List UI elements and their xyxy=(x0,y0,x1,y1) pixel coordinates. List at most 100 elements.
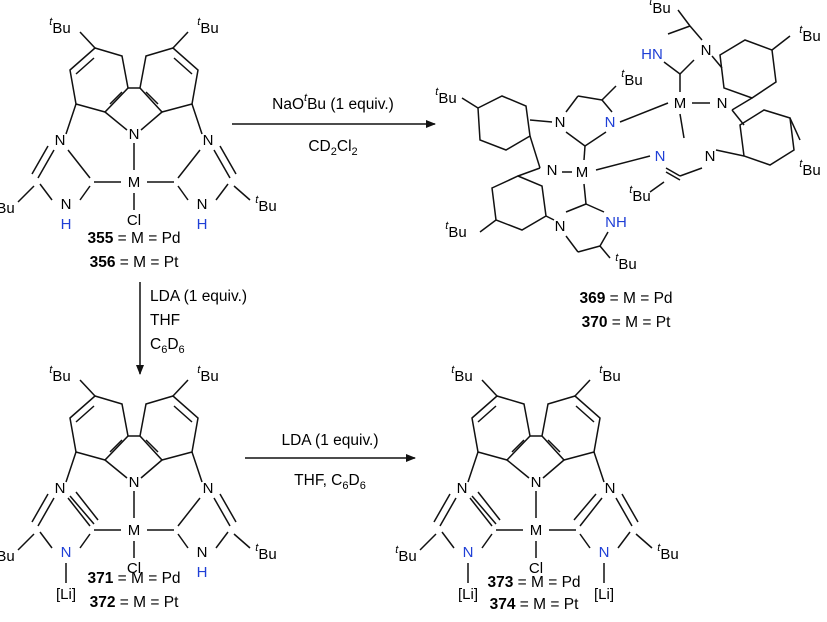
bond xyxy=(529,119,553,123)
carbazole-nitrogen: N xyxy=(717,95,728,112)
bond xyxy=(140,459,163,479)
nh-hydrogen: H xyxy=(61,216,72,233)
bond xyxy=(219,493,237,523)
bond xyxy=(433,493,451,523)
bond xyxy=(663,61,681,75)
bond xyxy=(75,491,99,521)
tert-butyl-label: tBu xyxy=(799,158,820,179)
aromatic-bond xyxy=(75,405,95,423)
bond xyxy=(213,497,231,527)
tert-butyl-label: tBu xyxy=(629,184,650,205)
tert-butyl-label: tBu xyxy=(255,542,276,563)
benzene-ring-right xyxy=(139,47,199,113)
benzene-ring-left xyxy=(471,395,531,461)
tert-butyl-label: tBu xyxy=(435,86,456,107)
bond xyxy=(565,203,587,213)
bond xyxy=(79,379,96,397)
chloride-ligand: Cl xyxy=(529,560,543,577)
bond xyxy=(17,185,35,203)
nh-group: HN xyxy=(641,46,663,63)
bond xyxy=(667,25,691,35)
bond xyxy=(599,245,611,259)
aromatic-bond xyxy=(109,439,123,453)
bond xyxy=(679,113,685,139)
lithium-label: [Li] xyxy=(56,586,76,603)
bond xyxy=(545,215,555,221)
bond xyxy=(140,111,163,131)
benzene-ring-right xyxy=(139,395,199,461)
condition-solvent: CD2Cl2 xyxy=(308,138,357,159)
bond xyxy=(65,103,77,135)
bond xyxy=(583,183,587,205)
metal-center: M xyxy=(674,95,687,112)
metal-center: M xyxy=(128,522,141,539)
bond xyxy=(177,533,189,549)
aromatic-bond xyxy=(173,405,193,423)
aromatic-bond xyxy=(511,439,525,453)
lithium-label: [Li] xyxy=(458,586,478,603)
bond xyxy=(177,497,201,527)
benzene-ring-right xyxy=(541,395,601,461)
bond xyxy=(565,95,579,113)
bond xyxy=(601,99,613,113)
condition-base: NaOtBu (1 equiv.) xyxy=(272,92,394,113)
compound-label: 372 = M = Pt xyxy=(90,594,179,611)
metal-center: M xyxy=(128,174,141,191)
chloride-ligand: Cl xyxy=(127,212,141,229)
anionic-nitrogen: N xyxy=(463,544,474,561)
bond xyxy=(477,491,501,521)
tert-butyl-label: tBu xyxy=(197,364,218,385)
bond xyxy=(789,117,801,141)
carbazole-nitrogen: N xyxy=(129,474,140,491)
aromatic-bond xyxy=(109,91,123,105)
bond xyxy=(506,459,530,479)
bond xyxy=(517,167,541,177)
bond xyxy=(619,102,669,123)
bond xyxy=(17,533,35,551)
bond xyxy=(649,181,665,193)
bond xyxy=(599,231,609,247)
bond xyxy=(461,97,479,109)
lithium-label: [Li] xyxy=(594,586,614,603)
imidazole-nitrogen: N xyxy=(555,114,566,131)
imidazole-nitrogen: N xyxy=(197,544,208,561)
benzene-ring xyxy=(491,175,547,231)
anionic-nitrogen: N xyxy=(61,544,72,561)
bond xyxy=(579,497,603,527)
benzene-ring xyxy=(719,39,777,99)
tert-butyl-label: tBu xyxy=(599,364,620,385)
tert-butyl-label: tBu xyxy=(49,16,70,37)
carbazole-nitrogen: N xyxy=(547,162,558,179)
bond xyxy=(665,167,681,177)
imidazole-nitrogen: N xyxy=(203,480,214,497)
condition-base: LDA (1 equiv.) xyxy=(150,288,247,305)
bond xyxy=(577,95,603,101)
bond xyxy=(479,219,497,233)
imidazole-nitrogen: N xyxy=(605,114,616,131)
benzene-ring xyxy=(739,109,795,166)
imidazole-nitrogen: N xyxy=(555,218,566,235)
aromatic-bond xyxy=(477,405,497,423)
bond xyxy=(565,235,579,253)
bond xyxy=(593,451,605,483)
bond xyxy=(213,149,231,179)
imidazole-nitrogen: N xyxy=(701,42,712,59)
tert-butyl-label: tBu xyxy=(615,252,636,273)
bond xyxy=(31,145,49,175)
bond xyxy=(172,379,189,397)
bond xyxy=(579,533,591,549)
imidazole-nitrogen: N xyxy=(203,132,214,149)
metal-center: M xyxy=(530,522,543,539)
bond xyxy=(615,497,633,527)
bond xyxy=(67,497,91,527)
condition-solvent: C6D6 xyxy=(150,336,185,357)
bond xyxy=(79,31,96,49)
bond xyxy=(39,183,53,201)
bond xyxy=(233,185,251,201)
imidazole-nitrogen: N xyxy=(605,480,616,497)
aromatic-bond xyxy=(75,57,95,75)
aromatic-bond xyxy=(575,405,595,423)
bond xyxy=(635,533,653,549)
nh-hydrogen: H xyxy=(197,216,208,233)
structure-355-356: NtButBuMClNNNHtBuNHtBu xyxy=(0,16,277,233)
